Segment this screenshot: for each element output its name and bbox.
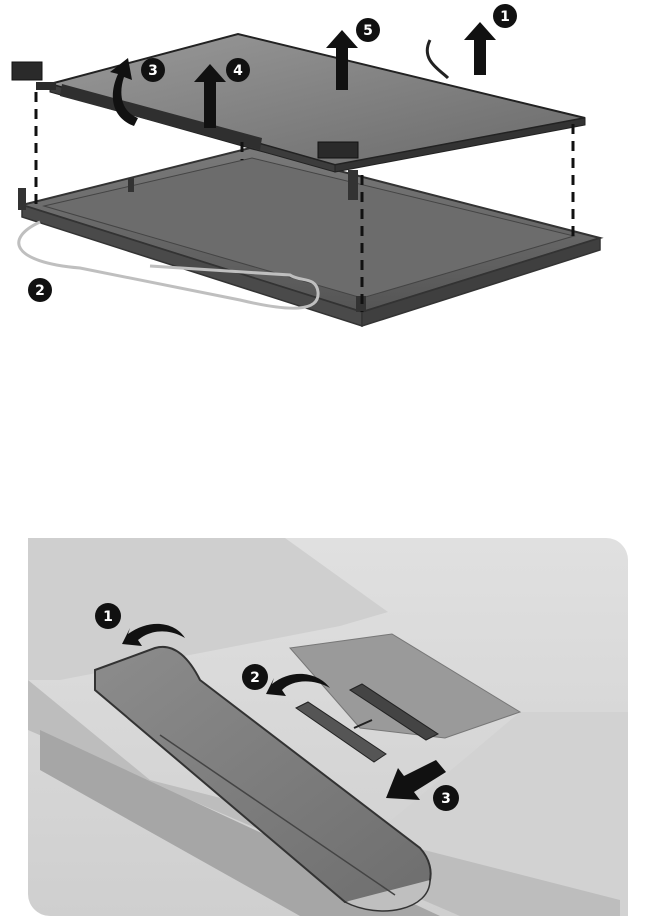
callout-1: 1 — [95, 603, 121, 629]
svg-text:1: 1 — [500, 9, 510, 25]
callout-2: 2 — [28, 278, 52, 302]
callout-3: 3 — [433, 785, 459, 811]
display-panel-removal-figure: 1 5 4 3 2 — [0, 0, 646, 340]
svg-text:3: 3 — [441, 791, 451, 807]
display-cable-detail-figure: 1 2 3 — [0, 530, 646, 922]
callout-3: 3 — [141, 58, 165, 82]
callout-5: 5 — [356, 18, 380, 42]
display-cable-illustration: 1 2 3 — [0, 530, 646, 922]
svg-text:4: 4 — [233, 63, 243, 79]
callout-4: 4 — [226, 58, 250, 82]
up-arrow-icon — [464, 22, 496, 75]
svg-text:2: 2 — [35, 283, 45, 299]
svg-text:2: 2 — [250, 670, 260, 686]
svg-text:3: 3 — [148, 63, 158, 79]
svg-text:1: 1 — [103, 609, 113, 625]
display-panel — [12, 34, 585, 172]
display-enclosure — [18, 148, 600, 326]
display-panel-illustration: 1 5 4 3 2 — [0, 0, 646, 340]
callout-2: 2 — [242, 664, 268, 690]
callout-1: 1 — [493, 4, 517, 28]
svg-text:5: 5 — [363, 23, 373, 39]
